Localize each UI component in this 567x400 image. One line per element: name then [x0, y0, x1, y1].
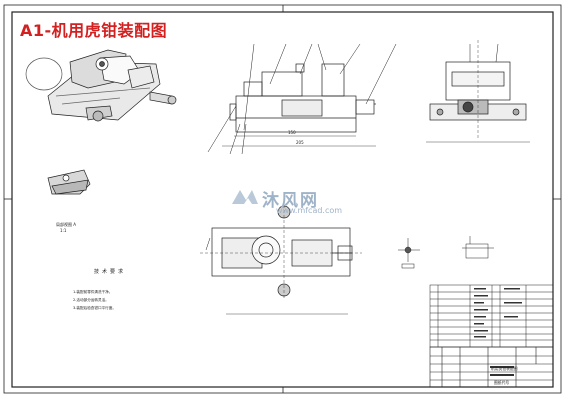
note-line: 1.装配前零件清洗干净。	[73, 290, 113, 294]
watermark-url: www.mfcad.com	[276, 206, 343, 215]
isometric-view	[25, 49, 177, 122]
title-block-drawing-no: 图纸代号	[494, 380, 510, 385]
title-block-name: 机用虎钳装配图	[491, 366, 518, 371]
table-fill-marks	[474, 288, 522, 376]
inner-frame	[11, 11, 554, 388]
drawing-title: A1-机用虎钳装配图	[20, 21, 168, 40]
top-view	[200, 200, 362, 315]
side-view	[426, 40, 530, 143]
note-line: 2.活动部分运转灵活。	[73, 298, 109, 302]
detail-view-scale: 1:1	[60, 228, 67, 233]
parts-list-table	[429, 284, 554, 348]
watermark-brand: 沐风网	[262, 191, 319, 211]
front-view	[207, 43, 397, 155]
svg-text:150: 150	[288, 130, 296, 135]
technical-notes-title: 技术要求	[94, 269, 127, 275]
title-block	[429, 346, 554, 388]
detail-view-label: 局部视图 A	[56, 222, 77, 227]
symbol-views	[398, 236, 494, 269]
note-line: 3.装配后检查钳口平行度。	[73, 306, 116, 310]
svg-text:205: 205	[296, 140, 304, 145]
detail-view	[47, 169, 91, 195]
mf-logo-icon	[232, 190, 258, 204]
